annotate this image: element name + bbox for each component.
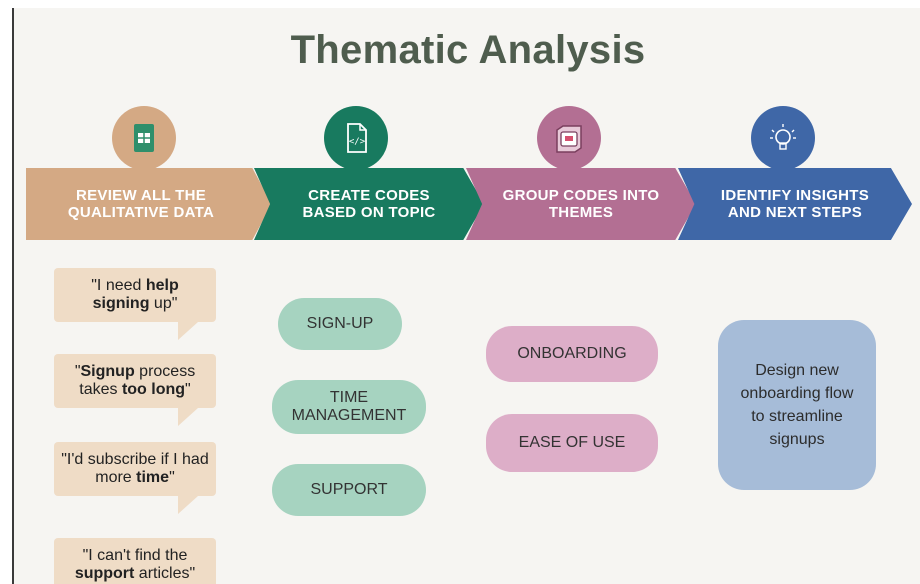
step-3-arrow: GROUP CODES INTO THEMES [466,168,696,240]
quote-2-tail [178,408,198,426]
step-4-arrow: IDENTIFY INSIGHTS AND NEXT STEPS [678,168,912,240]
quote-1-text-a: "I need [91,277,146,294]
folder-icon [556,125,582,153]
step-3-icon-circle [537,106,601,170]
quote-bubble-3: "I'd subscribe if I had more time" [54,442,216,514]
step-2-label: CREATE CODES BASED ON TOPIC [302,187,436,221]
lightbulb-icon [770,124,796,150]
page-title: Thematic Analysis [290,28,646,72]
code-file-icon: </> [347,123,367,153]
quote-3-text-a: "I'd subscribe if I had more [61,451,209,486]
quote-2-bold-a: Signup [80,363,135,380]
svg-text:</>: </> [349,137,366,147]
step-4-icon-circle [751,106,815,170]
quote-4-bold-a: support [74,565,135,582]
step-1-label: REVIEW ALL THE QUALITATIVE DATA [67,187,215,221]
theme-pill-onboarding: ONBOARDING [486,326,658,382]
quote-2-text-b: process takes [79,363,196,398]
quote-3-tail [178,496,198,514]
quote-bubble-1: "I need help signing up" [54,268,216,340]
quote-4-text-a: "I can't find the [82,547,188,564]
spreadsheet-icon [134,124,154,152]
step-1-arrow: REVIEW ALL THE QUALITATIVE DATA [26,168,272,240]
quote-1-text-c: up" [149,295,178,312]
quote-1-bold-a: help [145,277,179,294]
code-pill-support: SUPPORT [272,464,426,516]
step-4-label: IDENTIFY INSIGHTS AND NEXT STEPS [720,187,870,221]
theme-pill-ease-of-use: EASE OF USE [486,414,658,472]
quote-2-text-c: " [185,381,191,398]
diagram-canvas: Thematic Analysis </> [12,8,920,584]
quote-bubble-4: "I can't find the support articles" [54,538,216,584]
quote-2-bold-b: too long [121,381,186,398]
insight-card: Design new onboarding flow to streamline… [718,320,876,490]
step-1-icon-circle [112,106,176,170]
step-2-arrow: CREATE CODES BASED ON TOPIC [254,168,484,240]
code-pill-sign-up: SIGN-UP [278,298,402,350]
quote-1-bold-b: signing [92,295,150,312]
step-2-icon-circle: </> [324,106,388,170]
quote-2-text-a: " [74,363,81,380]
step-3-label: GROUP CODES INTO THEMES [502,187,660,221]
quote-1-tail [178,322,198,340]
quote-bubble-2: "Signup process takes too long" [54,354,216,426]
quote-3-bold-a: time [136,469,170,486]
quote-3-text-c: " [169,469,175,486]
quote-4-text-c: articles" [134,565,196,582]
code-pill-time-management: TIME MANAGEMENT [272,380,426,434]
